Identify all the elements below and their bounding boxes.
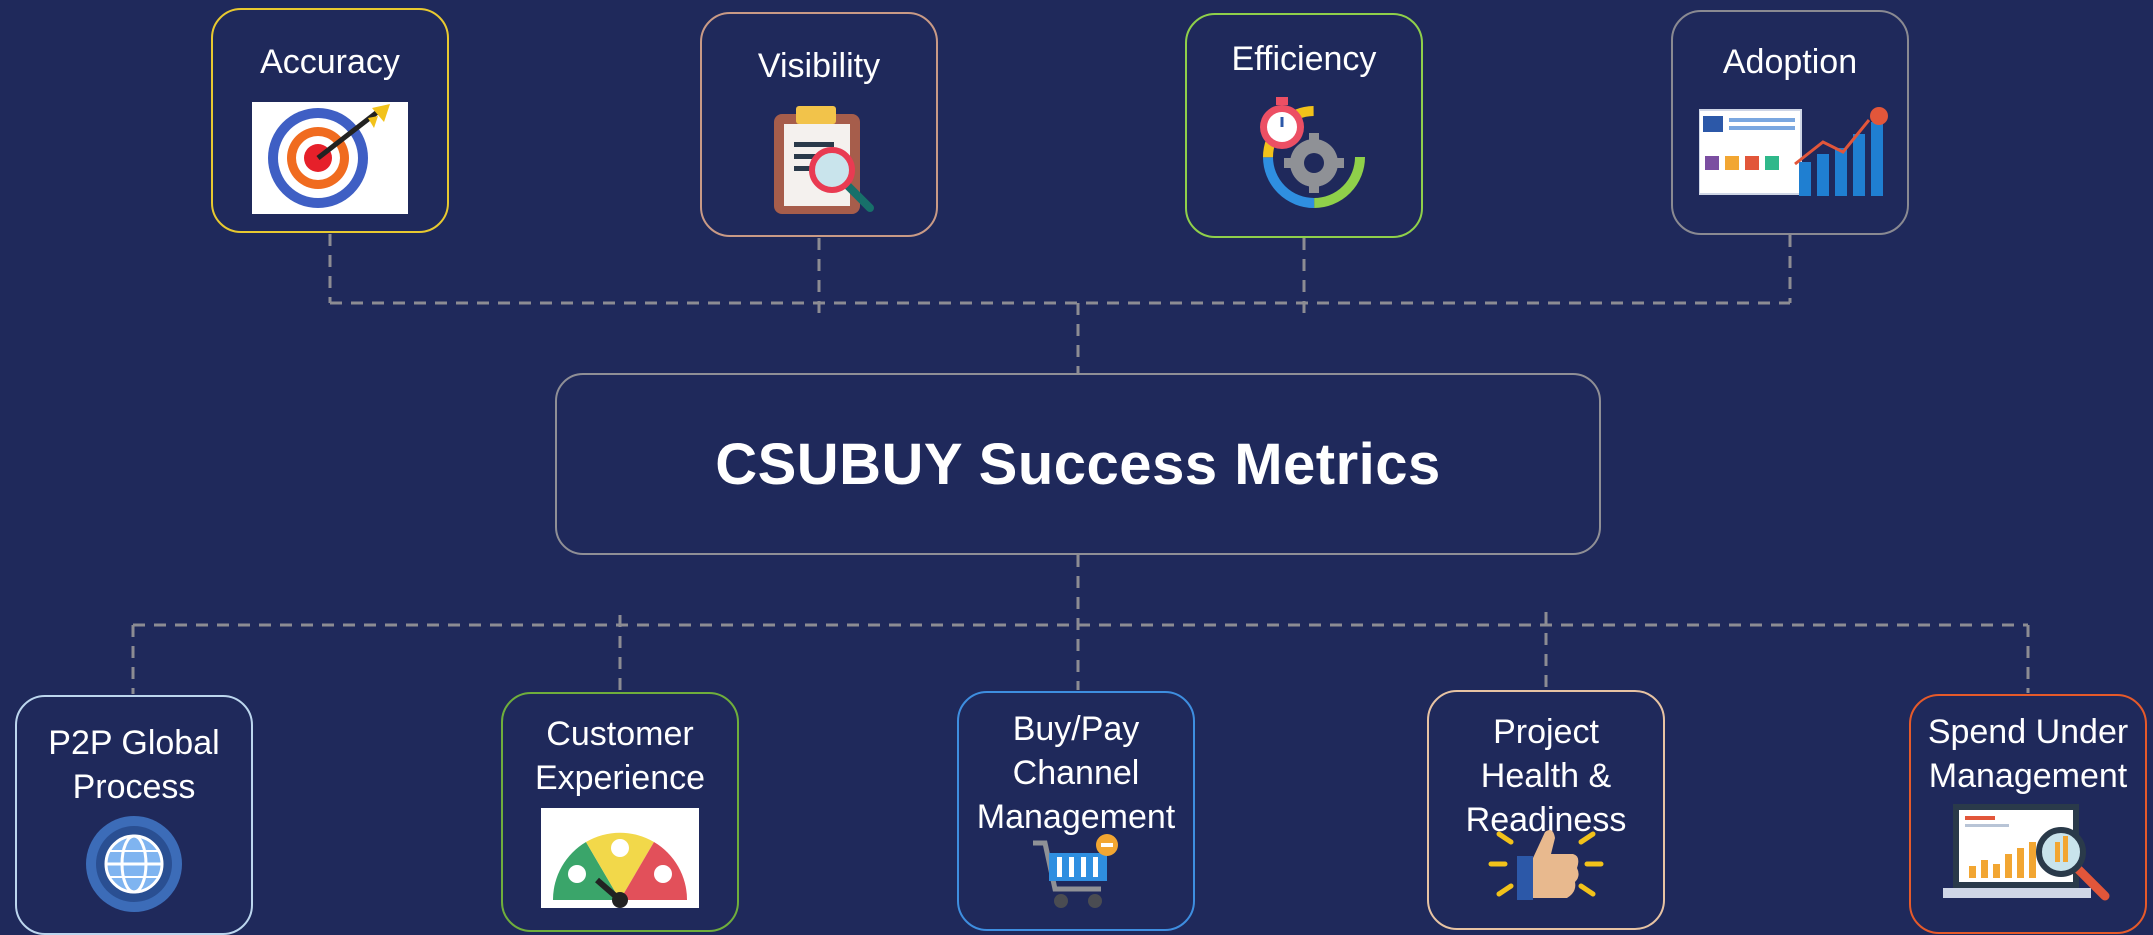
metric-card-spend-under-management: Spend Under Management xyxy=(1909,694,2147,934)
dashboard-growth-icon xyxy=(1698,104,1889,205)
metric-card-adoption: Adoption xyxy=(1671,10,1909,235)
metric-label: Spend Under Management xyxy=(1927,713,2129,795)
globe-gear-icon xyxy=(79,809,189,924)
metric-label: Customer Experience xyxy=(534,715,706,797)
metric-label: P2P Global Process xyxy=(48,724,220,806)
thumbs-up-icon xyxy=(1481,814,1611,915)
shopping-cart-icon xyxy=(1031,833,1121,918)
stopwatch-gear-icon xyxy=(1254,93,1366,216)
metric-label: Visibility xyxy=(757,47,881,85)
metric-card-buy-pay-channel-management: Buy/Pay Channel Management xyxy=(957,691,1195,931)
metric-label: Accuracy xyxy=(260,43,400,81)
diagram-title: CSUBUY Success Metrics xyxy=(715,431,1441,497)
metric-card-project-health-readiness: Project Health & Readiness xyxy=(1427,690,1665,930)
central-title-box: CSUBUY Success Metrics xyxy=(555,373,1601,555)
metric-card-accuracy: Accuracy xyxy=(211,8,449,233)
metric-card-efficiency: Efficiency xyxy=(1185,13,1423,238)
clipboard-magnifier-icon xyxy=(766,104,876,221)
metric-label: Efficiency xyxy=(1231,40,1377,78)
metric-card-customer-experience: Customer Experience xyxy=(501,692,739,932)
metric-label: Buy/Pay Channel Management xyxy=(976,710,1176,836)
target-icon xyxy=(252,102,408,219)
metric-card-visibility: Visibility xyxy=(700,12,938,237)
metric-card-p2p-global-process: P2P Global Process xyxy=(15,695,253,935)
metric-label: Adoption xyxy=(1722,43,1858,81)
satisfaction-gauge-icon xyxy=(541,808,699,913)
laptop-chart-magnifier-icon xyxy=(1943,802,2113,911)
